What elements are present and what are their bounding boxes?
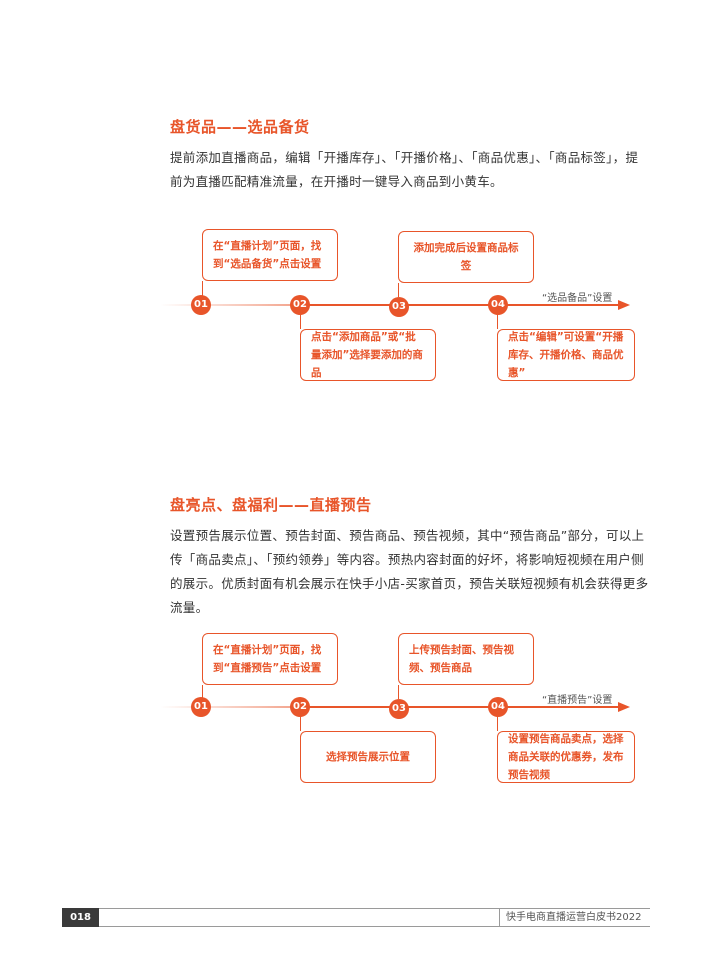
- footer-divider: [99, 908, 650, 909]
- section-title: 盘亮点、盘福利——直播预告: [170, 496, 372, 514]
- footer-divider: [99, 926, 650, 927]
- step-number-04: 04: [488, 697, 508, 717]
- step-box-03: 上传预告封面、预告视频、预告商品: [398, 633, 534, 685]
- section-title: 盘货品——选品备货: [170, 118, 310, 136]
- section-paragraph: 设置预告展示位置、预告封面、预告商品、预告视频，其中“预告商品”部分，可以上传「…: [170, 528, 649, 615]
- connector-line: [300, 313, 301, 329]
- timeline-live-preview: “直播预告”设置 在“直播计划”页面，找到“直播预告”点击设置 01 选择预告展…: [160, 631, 640, 801]
- section-paragraph: 提前添加直播商品，编辑「开播库存」、「开播价格」、「商品优惠」、「商品标签」，提…: [170, 150, 639, 189]
- footer-separator: [499, 908, 500, 927]
- timeline-axis: [300, 304, 620, 306]
- step-number-03: 03: [389, 297, 409, 317]
- step-box-02: 点击“添加商品”或“批量添加”选择要添加的商品: [300, 329, 436, 381]
- step-box-01: 在“直播计划”页面，找到“选品备货”点击设置: [202, 229, 338, 281]
- timeline-select-stock: “选品备品”设置 在“直播计划”页面，找到“选品备货”点击设置 01 点击“添加…: [160, 229, 640, 399]
- document-title: 快手电商直播运营白皮书2022: [506, 912, 642, 923]
- connector-line: [202, 281, 203, 297]
- timeline-axis-label: “直播预告”设置: [542, 695, 613, 706]
- page-footer: 018 快手电商直播运营白皮书2022: [62, 908, 650, 927]
- connector-line: [398, 685, 399, 699]
- step-number-04: 04: [488, 295, 508, 315]
- step-box-02: 选择预告展示位置: [300, 731, 436, 783]
- timeline-axis-fade: [160, 304, 300, 306]
- step-box-04: 设置预告商品卖点，选择商品关联的优惠券，发布预告视频: [497, 731, 635, 783]
- step-number-03: 03: [389, 699, 409, 719]
- timeline-axis-fade: [160, 706, 300, 708]
- step-number-02: 02: [290, 697, 310, 717]
- step-number-01: 01: [191, 295, 211, 315]
- step-box-03: 添加完成后设置商品标签: [398, 231, 534, 283]
- page-number: 018: [62, 908, 99, 927]
- connector-line: [300, 715, 301, 731]
- connector-line: [398, 283, 399, 297]
- step-box-01: 在“直播计划”页面，找到“直播预告”点击设置: [202, 633, 338, 685]
- arrow-head-icon: [618, 300, 630, 310]
- connector-line: [497, 715, 498, 731]
- timeline-axis: [300, 706, 620, 708]
- connector-line: [497, 313, 498, 329]
- connector-line: [202, 685, 203, 699]
- timeline-axis-label: “选品备品”设置: [542, 293, 613, 304]
- step-box-04: 点击“编辑”可设置“开播库存、开播价格、商品优惠”: [497, 329, 635, 381]
- arrow-head-icon: [618, 702, 630, 712]
- step-number-02: 02: [290, 295, 310, 315]
- step-number-01: 01: [191, 697, 211, 717]
